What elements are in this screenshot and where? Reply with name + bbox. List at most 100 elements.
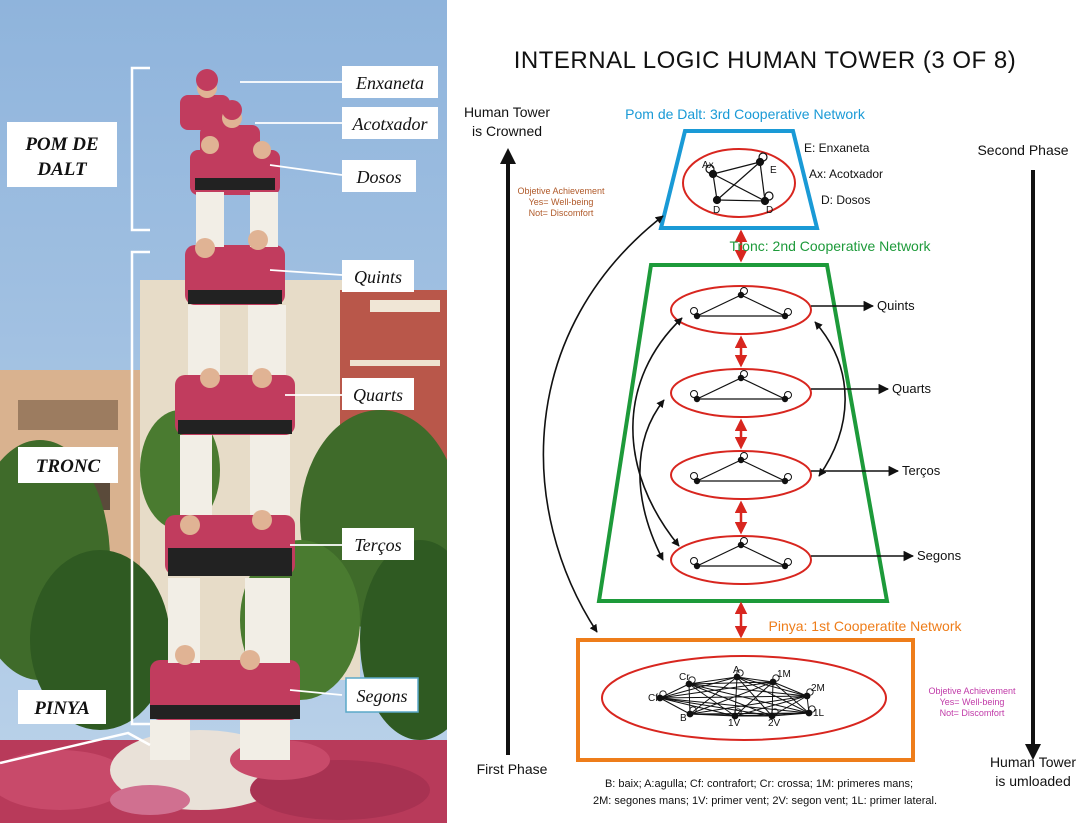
pinya-loop <box>689 706 697 714</box>
pinya-edge <box>688 683 810 714</box>
tronc-loop <box>690 307 698 315</box>
pinya-edge <box>659 681 774 699</box>
tronc-level-2: Quarts <box>670 368 932 418</box>
first-phase-label: First Phase <box>477 761 548 777</box>
svg-text:Not= Discomfort: Not= Discomfort <box>529 208 594 218</box>
tronc-node <box>737 541 745 549</box>
tronc-loop <box>784 473 792 481</box>
tronc-level-label: Terços <box>902 463 941 478</box>
group-label-pom-de-dalt: POM DE DALT <box>7 122 117 187</box>
tronc-node <box>781 395 789 403</box>
label-dosos: Dosos <box>355 167 401 187</box>
tronc-loop <box>690 390 698 398</box>
quarts-segons-link <box>639 399 665 561</box>
label-leader-lines <box>240 81 343 696</box>
pinya-loop <box>659 690 667 698</box>
tronc-level-1: Quints <box>670 285 915 335</box>
pinya-edge <box>688 683 736 717</box>
tronc-label: TRONC <box>36 456 101 477</box>
svg-text:Yes= Well-being: Yes= Well-being <box>940 697 1005 707</box>
tronc-edge <box>740 459 786 482</box>
tronc-level-ellipse <box>670 450 812 500</box>
pinya-node <box>733 673 741 681</box>
pinya-edge <box>771 712 810 717</box>
tronc-node <box>737 291 745 299</box>
pinya-edge <box>659 683 690 699</box>
tronc-loop <box>690 472 698 480</box>
tronc-node <box>781 312 789 320</box>
svg-text:2M: 2M <box>811 683 825 694</box>
crowned-label-line1: Human Tower <box>464 104 550 120</box>
unloaded-label-line1: Human Tower <box>990 754 1076 770</box>
pinya-network-ellipse <box>601 655 887 741</box>
pinya-edge <box>689 676 738 715</box>
pinya-edge <box>736 676 774 683</box>
svg-text:Cf: Cf <box>648 693 658 704</box>
svg-text:1V: 1V <box>728 718 741 729</box>
unloaded-label-line2: is umloaded <box>995 773 1071 789</box>
level-labels: Enxaneta Acotxador Dosos Quints Quarts T… <box>342 66 438 713</box>
pinya-loop <box>688 676 696 684</box>
tronc-level-4: Segons <box>670 535 962 585</box>
tronc-loop <box>784 391 792 399</box>
pinya-node-labels: Cr A 1M Cf 2M B 1V 2V 1L <box>648 665 825 729</box>
tronc-edge <box>696 294 742 317</box>
svg-text:1M: 1M <box>777 669 791 680</box>
tronc-edge <box>696 459 742 482</box>
quints-segons-link <box>632 317 683 547</box>
pinya-network-title: Pinya: 1st Cooperatite Network <box>769 618 963 634</box>
tronc-level-ellipse <box>670 285 812 335</box>
tronc-loop <box>740 537 748 545</box>
svg-text:D: Dosos: D: Dosos <box>821 193 870 207</box>
pinya-loop <box>736 669 744 677</box>
pinya-node <box>803 692 811 700</box>
pinya-loop <box>808 705 816 713</box>
pom-network-graph <box>705 152 774 206</box>
group-brackets <box>0 66 151 765</box>
svg-text:2V: 2V <box>768 718 781 729</box>
tronc-node <box>693 312 701 320</box>
objective-achievement-top: Objetive Achievement Yes= Well-being Not… <box>517 186 605 218</box>
tronc-network-title: Tronc: 2nd Cooperative Network <box>729 238 931 254</box>
pinya-edge <box>772 681 808 697</box>
diagram-title: INTERNAL LOGIC HUMAN TOWER (3 OF 8) <box>514 47 1016 74</box>
tronc-level-label: Quints <box>877 298 915 313</box>
crowned-label-line2: is Crowned <box>472 123 542 139</box>
tronc-node <box>781 477 789 485</box>
svg-text:1L: 1L <box>813 708 825 719</box>
tronc-edge <box>696 377 742 400</box>
pinya-node <box>769 678 777 686</box>
tronc-loop <box>740 370 748 378</box>
svg-text:B: B <box>680 713 687 724</box>
pinya-edge <box>688 676 738 685</box>
tronc-node <box>693 395 701 403</box>
pinya-loop <box>734 708 742 716</box>
pinya-edge <box>659 695 808 699</box>
internal-logic-diagram: INTERNAL LOGIC HUMAN TOWER (3 OF 8) Huma… <box>464 47 1076 807</box>
footnote-line1: B: baix; A:agulla; Cf: contrafort; Cr: c… <box>605 778 913 790</box>
human-tower-photo: POM DE DALT TRONC PINYA Enxaneta Acotxad… <box>0 0 447 823</box>
label-enxaneta: Enxaneta <box>355 73 424 93</box>
pinya-to-pom-link <box>542 215 664 633</box>
pinya-edge <box>659 697 691 715</box>
pinya-edge <box>734 695 808 717</box>
pinya-loop <box>806 688 814 696</box>
footnote-line2: 2M: segones mans; 1V: primer vent; 2V: s… <box>593 795 937 807</box>
pinya-edge <box>734 681 774 717</box>
tronc-edge <box>740 294 786 317</box>
pom-label-line1: POM DE <box>24 134 98 155</box>
label-acotxador: Acotxador <box>352 114 429 134</box>
pinya-node <box>656 694 664 702</box>
pom-node-d1: D <box>713 205 720 216</box>
pinya-node <box>768 712 776 720</box>
svg-text:E: Enxaneta: E: Enxaneta <box>804 141 870 155</box>
pinya-node <box>686 710 694 718</box>
tronc-node <box>737 456 745 464</box>
tronc-edge <box>696 544 742 567</box>
pinya-edge <box>689 695 808 715</box>
svg-text:Objetive Achievement: Objetive Achievement <box>517 186 605 196</box>
pom-legend: E: Enxaneta Ax: Acotxador D: Dosos <box>804 141 883 207</box>
pinya-edge <box>736 676 808 697</box>
crowd-pinya <box>0 730 447 823</box>
tronc-loop <box>784 558 792 566</box>
